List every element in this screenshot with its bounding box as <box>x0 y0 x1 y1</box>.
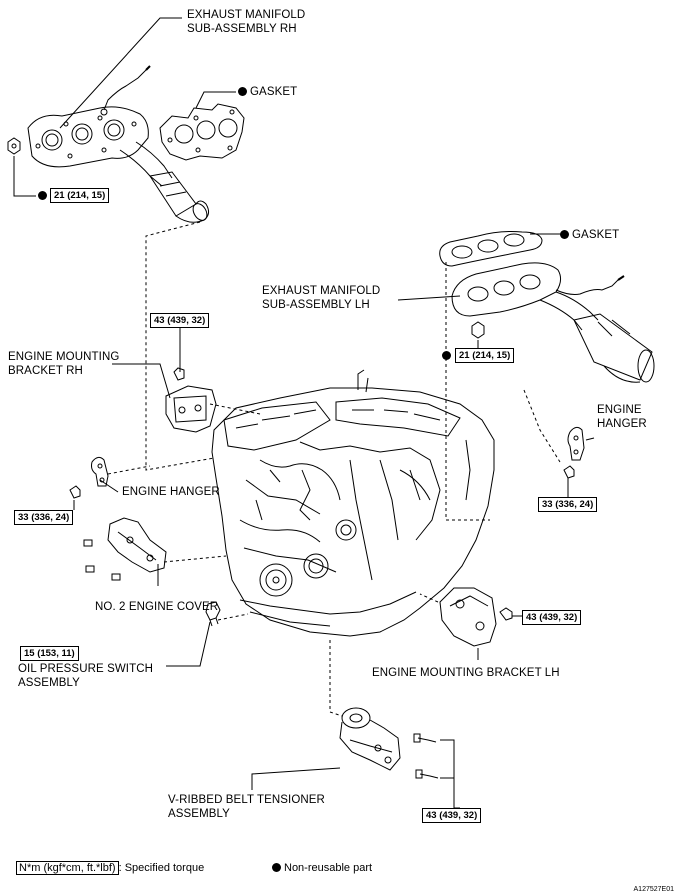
engine-mounting-bracket-rh-part <box>165 385 217 433</box>
torque-lh-manifold: 21 (214, 15) <box>455 348 515 363</box>
label-engine-hanger-left: ENGINE HANGER <box>122 486 220 498</box>
no2-engine-cover-part <box>107 517 167 573</box>
tensioner-bolts <box>413 733 439 779</box>
no2-cover-bolts <box>83 539 121 581</box>
leader-lines <box>13 17 595 809</box>
engine-mounting-bracket-lh-part <box>439 587 497 647</box>
label-engine-mounting-bracket-lh: ENGINE MOUNTING BRACKET LH <box>372 667 560 679</box>
mount-lh-bolt <box>499 607 513 621</box>
label-no2-engine-cover: NO. 2 ENGINE COVER <box>95 601 219 613</box>
label-gasket-top: GASKET <box>238 85 297 99</box>
hanger-right-bolt <box>563 465 575 479</box>
exhaust-manifold-lh-part <box>451 262 655 383</box>
lh-manifold-nut <box>471 321 485 339</box>
torque-hanger-left: 33 (336, 24) <box>14 510 74 525</box>
torque-mount-lh: 43 (439, 32) <box>522 610 582 625</box>
assembly-guide-lines <box>107 221 561 717</box>
gasket-lh-part <box>439 231 543 267</box>
torque-rh-manifold: 21 (214, 15) <box>50 188 110 203</box>
torque-mount-rh: 43 (439, 32) <box>150 313 210 328</box>
torque-tensioner: 43 (439, 32) <box>422 808 482 823</box>
hanger-left-bolt <box>69 485 81 499</box>
nonreusable-dot-icon <box>238 87 247 96</box>
nonreusable-dot-icon <box>38 191 47 200</box>
nonreusable-dot-icon <box>560 230 569 239</box>
label-gasket-right: GASKET <box>560 228 619 242</box>
rh-manifold-nut <box>7 137 21 155</box>
gasket-rh-part <box>159 103 245 161</box>
torque-hanger-right: 33 (336, 24) <box>538 497 598 512</box>
engine-hanger-right-part <box>567 426 585 461</box>
nonreusable-dot-icon <box>442 351 451 360</box>
legend-specified-torque: N*m (kgf*cm, ft.*lbf): Specified torque <box>16 861 205 875</box>
legend-torque-desc: : Specified torque <box>118 862 205 874</box>
nonreusable-dot-icon <box>272 863 281 872</box>
torque-oil-pressure-switch: 15 (153, 11) <box>20 646 79 661</box>
engine-hanger-left-part <box>91 456 109 487</box>
engine-assembly <box>211 369 495 637</box>
figure-id: A127527E01 <box>633 886 674 893</box>
mount-rh-bolt <box>173 367 185 381</box>
legend-nonreusable: Non-reusable part <box>272 862 372 874</box>
legend-torque-unit: N*m (kgf*cm, ft.*lbf) <box>16 861 119 875</box>
oil-pressure-switch-part <box>205 601 221 627</box>
v-ribbed-belt-tensioner-part <box>339 707 401 771</box>
